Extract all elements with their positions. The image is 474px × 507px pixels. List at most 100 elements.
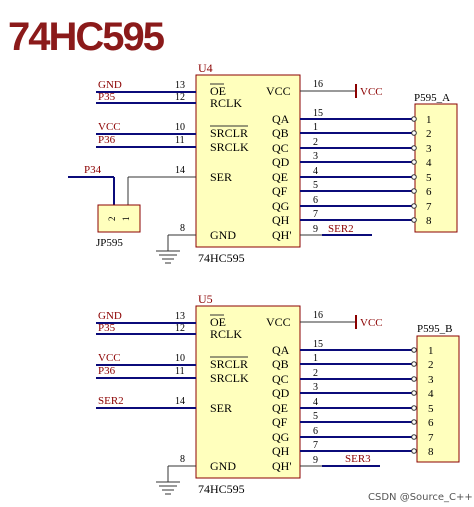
u5-pin-vcc: VCC 16 VCC bbox=[266, 310, 383, 329]
u4-pin-name-qh: QH bbox=[272, 213, 290, 227]
u5-pin-name-gnd: GND bbox=[210, 459, 236, 473]
connector-p595-a: P595_A 1 2 3 4 5 6 7 8 bbox=[411, 92, 458, 233]
u5-pin-srclr: VCC 10 SRCLR bbox=[96, 352, 248, 371]
u5-part: 74HC595 bbox=[198, 482, 245, 496]
connector-b-ref: P595_B bbox=[417, 323, 452, 335]
jumper-pin-2: 2 bbox=[107, 217, 117, 222]
u4-pin-num-3: 3 bbox=[313, 151, 318, 162]
connector-b-pin: 8 bbox=[428, 446, 434, 458]
u4-pin-num-15: 15 bbox=[313, 108, 323, 119]
u5-net-vcc: VCC bbox=[98, 352, 121, 364]
u5-pin-name-qd: QD bbox=[272, 386, 290, 400]
u4-pin-srclk: P36 11 SRCLK bbox=[96, 134, 249, 154]
u4-pin-name-qa: QA bbox=[272, 112, 290, 126]
u4-pin-name-rclk: RCLK bbox=[210, 96, 242, 110]
u5-net-gnd: GND bbox=[98, 310, 122, 322]
jumper-net-p34: P34 bbox=[84, 164, 102, 176]
u4-pin-num-4: 4 bbox=[313, 166, 318, 177]
u5-pin-num-15: 15 bbox=[313, 339, 323, 350]
u4-pin-name-qd: QD bbox=[272, 155, 290, 169]
u5-pin-name-qa: QA bbox=[272, 343, 290, 357]
u5-pin-num-7: 7 bbox=[313, 440, 318, 451]
u5-net-p35: P35 bbox=[98, 322, 116, 334]
u5-pin-num-14: 14 bbox=[175, 396, 185, 407]
u4-pin-srclr: VCC 10 SRCLR bbox=[96, 121, 248, 140]
u4-pin-name-vcc: VCC bbox=[266, 84, 291, 98]
u5-pin-num-9: 9 bbox=[313, 455, 318, 466]
u4-pin-name-gnd: GND bbox=[210, 228, 236, 242]
u5-pin-num-3: 3 bbox=[313, 382, 318, 393]
u5-pin-rclk: P35 12 RCLK bbox=[96, 322, 242, 341]
u4-net-p36: P36 bbox=[98, 134, 116, 146]
u4-pin-qh-prime: QH' 9 SER2 bbox=[272, 223, 372, 242]
u4-pin-name-ser: SER bbox=[210, 170, 232, 184]
u4-pin-num-9: 9 bbox=[313, 224, 318, 235]
u4-pin-rclk: P35 12 RCLK bbox=[96, 91, 242, 110]
u4-net-p35: P35 bbox=[98, 91, 116, 103]
connector-a-pin: 1 bbox=[426, 114, 432, 126]
u4-pin-name-qc: QC bbox=[272, 141, 289, 155]
u4-pin-num-11: 11 bbox=[175, 135, 185, 146]
u5-pin-num-5: 5 bbox=[313, 411, 318, 422]
connector-a-pin: 3 bbox=[426, 143, 432, 155]
connector-b-body bbox=[416, 335, 460, 463]
u5-pin-name-qh: QH bbox=[272, 444, 290, 458]
u4-pin-oe: GND 13 OE bbox=[96, 79, 226, 98]
connector-b-pin: 5 bbox=[428, 403, 434, 415]
u4-pin-num-12: 12 bbox=[175, 92, 185, 103]
connector-a-pin: 5 bbox=[426, 172, 432, 184]
u4-pin-gnd: 8 GND bbox=[156, 223, 236, 264]
u4-pin-name-qf: QF bbox=[272, 184, 288, 198]
u4-pin-name-qg: QG bbox=[272, 199, 290, 213]
u4-chip-body bbox=[195, 74, 301, 248]
u4-pin-num-6: 6 bbox=[313, 195, 318, 206]
connector-a-pin: 8 bbox=[426, 215, 432, 227]
u5-outputs: QA 15 QB 1 QC 2 QD 3 QE 4 QF 5 QG 6 QH 7 bbox=[272, 339, 412, 458]
u5-pin-num-16: 16 bbox=[313, 310, 323, 321]
connector-a-ref: P595_A bbox=[414, 92, 450, 104]
u4-pin-num-10: 10 bbox=[175, 122, 185, 133]
u4-net-gnd: GND bbox=[98, 79, 122, 91]
connector-b-pin: 2 bbox=[428, 359, 434, 371]
u4-pin-num-5: 5 bbox=[313, 180, 318, 191]
u5-pin-name-qh-prime: QH' bbox=[272, 459, 292, 473]
u4-pin-num-14: 14 bbox=[175, 165, 185, 176]
u4-pin-num-1: 1 bbox=[313, 122, 318, 133]
u5-pin-num-4: 4 bbox=[313, 397, 318, 408]
u4-pin-name-qb: QB bbox=[272, 126, 289, 140]
u5-pin-name-rclk: RCLK bbox=[210, 327, 242, 341]
u5-pin-qh-prime: QH' 9 SER3 bbox=[272, 453, 380, 473]
u4-pin-name-qh-prime: QH' bbox=[272, 228, 292, 242]
u5-pin-name-srclr: SRCLR bbox=[210, 357, 248, 371]
connector-a-body bbox=[414, 103, 458, 233]
u5-net-vcc-right: VCC bbox=[360, 317, 383, 329]
u5-pin-num-12: 12 bbox=[175, 323, 185, 334]
u5-pin-name-oe: OE bbox=[210, 315, 226, 329]
connector-p595-b: P595_B 1 2 3 4 5 6 7 8 bbox=[411, 323, 460, 463]
jumper-pin-1: 1 bbox=[121, 217, 131, 222]
u4-pin-num-7: 7 bbox=[313, 209, 318, 220]
u5-pin-oe: GND 13 OE bbox=[96, 310, 226, 329]
u4-pin-ser: 14 SER bbox=[128, 165, 232, 184]
connector-b-pin: 3 bbox=[428, 374, 434, 386]
u4-net-vcc-right: VCC bbox=[360, 86, 383, 98]
u4-block: U4 74HC595 GND 13 OE P35 12 RCLK VCC 10 … bbox=[96, 61, 458, 265]
u5-ref: U5 bbox=[198, 292, 213, 306]
u5-pin-num-2: 2 bbox=[313, 368, 318, 379]
u4-outputs: QA 15 QB 1 QC 2 QD 3 QE 4 QF 5 QG 6 QH 7 bbox=[272, 108, 412, 227]
u5-pin-num-11: 11 bbox=[175, 366, 185, 377]
u5-pin-name-qg: QG bbox=[272, 430, 290, 444]
u5-pin-gnd: 8 GND bbox=[156, 454, 236, 495]
u5-pin-name-ser: SER bbox=[210, 401, 232, 415]
connector-a-pin: 7 bbox=[426, 201, 432, 213]
u4-pin-vcc: VCC 16 VCC bbox=[266, 79, 383, 98]
u5-net-ser3: SER3 bbox=[345, 453, 371, 465]
connector-a-pin: 6 bbox=[426, 186, 432, 198]
jumper-body bbox=[97, 204, 141, 233]
connector-b-pin: 7 bbox=[428, 432, 434, 444]
u4-net-ser2: SER2 bbox=[328, 223, 354, 235]
u4-pin-name-srclr: SRCLR bbox=[210, 126, 248, 140]
u4-pin-num-16: 16 bbox=[313, 79, 323, 90]
